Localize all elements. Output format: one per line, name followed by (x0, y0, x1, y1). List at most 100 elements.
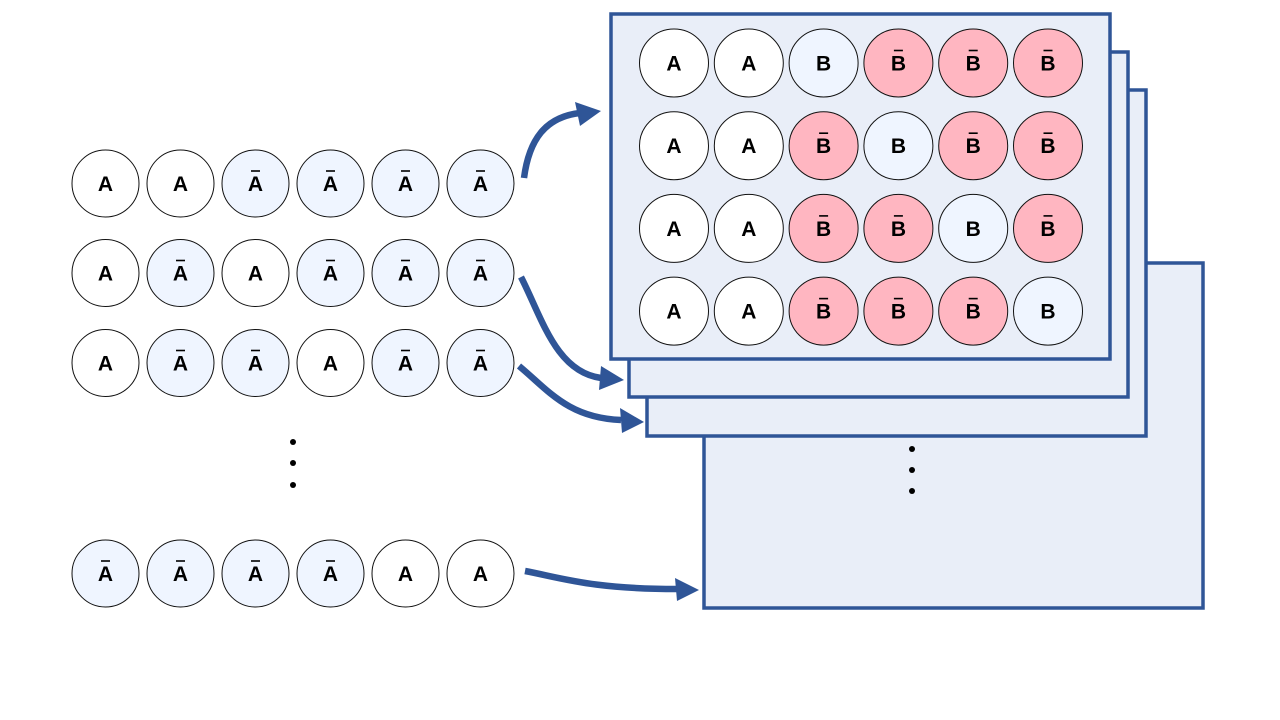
sequence-node: A (221, 149, 290, 218)
panel-node: A (639, 28, 709, 98)
panel-node: A (639, 111, 709, 181)
panel-node: A (713, 276, 784, 346)
sequence-node: A (71, 539, 140, 608)
sequence-node: A (296, 149, 365, 218)
node-label: A (666, 301, 681, 324)
node-label: B (1040, 53, 1055, 76)
panel-node: B (938, 111, 1009, 181)
node-label: B (891, 301, 906, 324)
node-label: A (173, 173, 188, 196)
sequence-node: A (71, 149, 140, 218)
node-label: A (473, 173, 488, 196)
ellipsis-dot (909, 488, 915, 494)
panel-node: B (1013, 193, 1083, 263)
node-label: A (473, 353, 488, 376)
arrow-head-icon (599, 366, 624, 390)
node-circle (788, 193, 859, 263)
sequence-node: A (296, 539, 365, 608)
panel-node: B (863, 111, 934, 181)
panel-node: A (713, 111, 784, 181)
node-label: A (323, 173, 338, 196)
panel-node: B (863, 28, 934, 98)
node-label: B (1040, 218, 1055, 241)
node-circle (1013, 193, 1083, 263)
panel-node: B (1013, 276, 1083, 346)
sequence-node: A (446, 329, 515, 397)
panel-node: A (639, 276, 709, 346)
panel-node: B (788, 111, 859, 181)
node-label: B (816, 53, 831, 76)
panel-ellipsis (909, 446, 915, 494)
ellipsis-dot (290, 482, 296, 488)
panel-node: B (938, 193, 1009, 263)
node-label: A (173, 563, 188, 586)
node-label: A (248, 263, 263, 286)
node-circle (639, 193, 709, 263)
node-label: A (473, 563, 488, 586)
node-label: A (323, 563, 338, 586)
panel-node: B (938, 276, 1009, 346)
arrow-shaft (516, 363, 622, 424)
node-circle (296, 539, 365, 608)
node-circle (863, 276, 934, 346)
panel-node: B (863, 276, 934, 346)
node-circle (146, 329, 215, 397)
node-circle (1013, 28, 1083, 98)
sequence-node: A (221, 539, 290, 608)
node-circle (639, 276, 709, 346)
node-circle (639, 28, 709, 98)
node-circle (71, 239, 140, 307)
panel-node: B (938, 28, 1009, 98)
node-label: A (98, 353, 113, 376)
node-circle (371, 329, 440, 397)
arrow-shaft (520, 109, 581, 179)
arrow-head-icon (620, 408, 644, 433)
node-label: B (966, 135, 981, 158)
node-circle (863, 111, 934, 181)
node-circle (863, 28, 934, 98)
node-label: B (891, 218, 906, 241)
node-circle (713, 28, 784, 98)
node-label: A (398, 173, 413, 196)
node-label: A (248, 563, 263, 586)
panel-node: B (1013, 28, 1083, 98)
node-label: A (398, 353, 413, 376)
node-label: B (966, 301, 981, 324)
ellipsis-dot (909, 467, 915, 473)
panel-node: A (713, 193, 784, 263)
node-circle (371, 149, 440, 218)
panel-node: B (788, 276, 859, 346)
sequence-node: A (371, 239, 440, 307)
node-label: A (173, 263, 188, 286)
node-circle (1013, 111, 1083, 181)
node-circle (296, 239, 365, 307)
node-circle (371, 539, 440, 608)
node-label: B (1040, 301, 1055, 324)
ellipsis-dot (909, 446, 915, 452)
node-label: B (816, 135, 831, 158)
sequence-node: A (371, 329, 440, 397)
node-circle (446, 149, 515, 218)
node-circle (639, 111, 709, 181)
node-circle (371, 239, 440, 307)
node-circle (221, 329, 290, 397)
panel-node: B (788, 28, 859, 98)
panel-node: B (1013, 111, 1083, 181)
node-circle (71, 539, 140, 608)
node-circle (788, 276, 859, 346)
panel-node: B (788, 193, 859, 263)
node-circle (446, 539, 515, 608)
sequence-node: A (371, 539, 440, 608)
sequence-node: A (221, 239, 290, 307)
sequence-node: A (146, 149, 215, 218)
node-label: B (966, 218, 981, 241)
node-circle (938, 28, 1009, 98)
node-label: A (323, 263, 338, 286)
ellipsis-dot (290, 439, 296, 445)
arrow-row-2-to-panel-2 (518, 275, 624, 390)
